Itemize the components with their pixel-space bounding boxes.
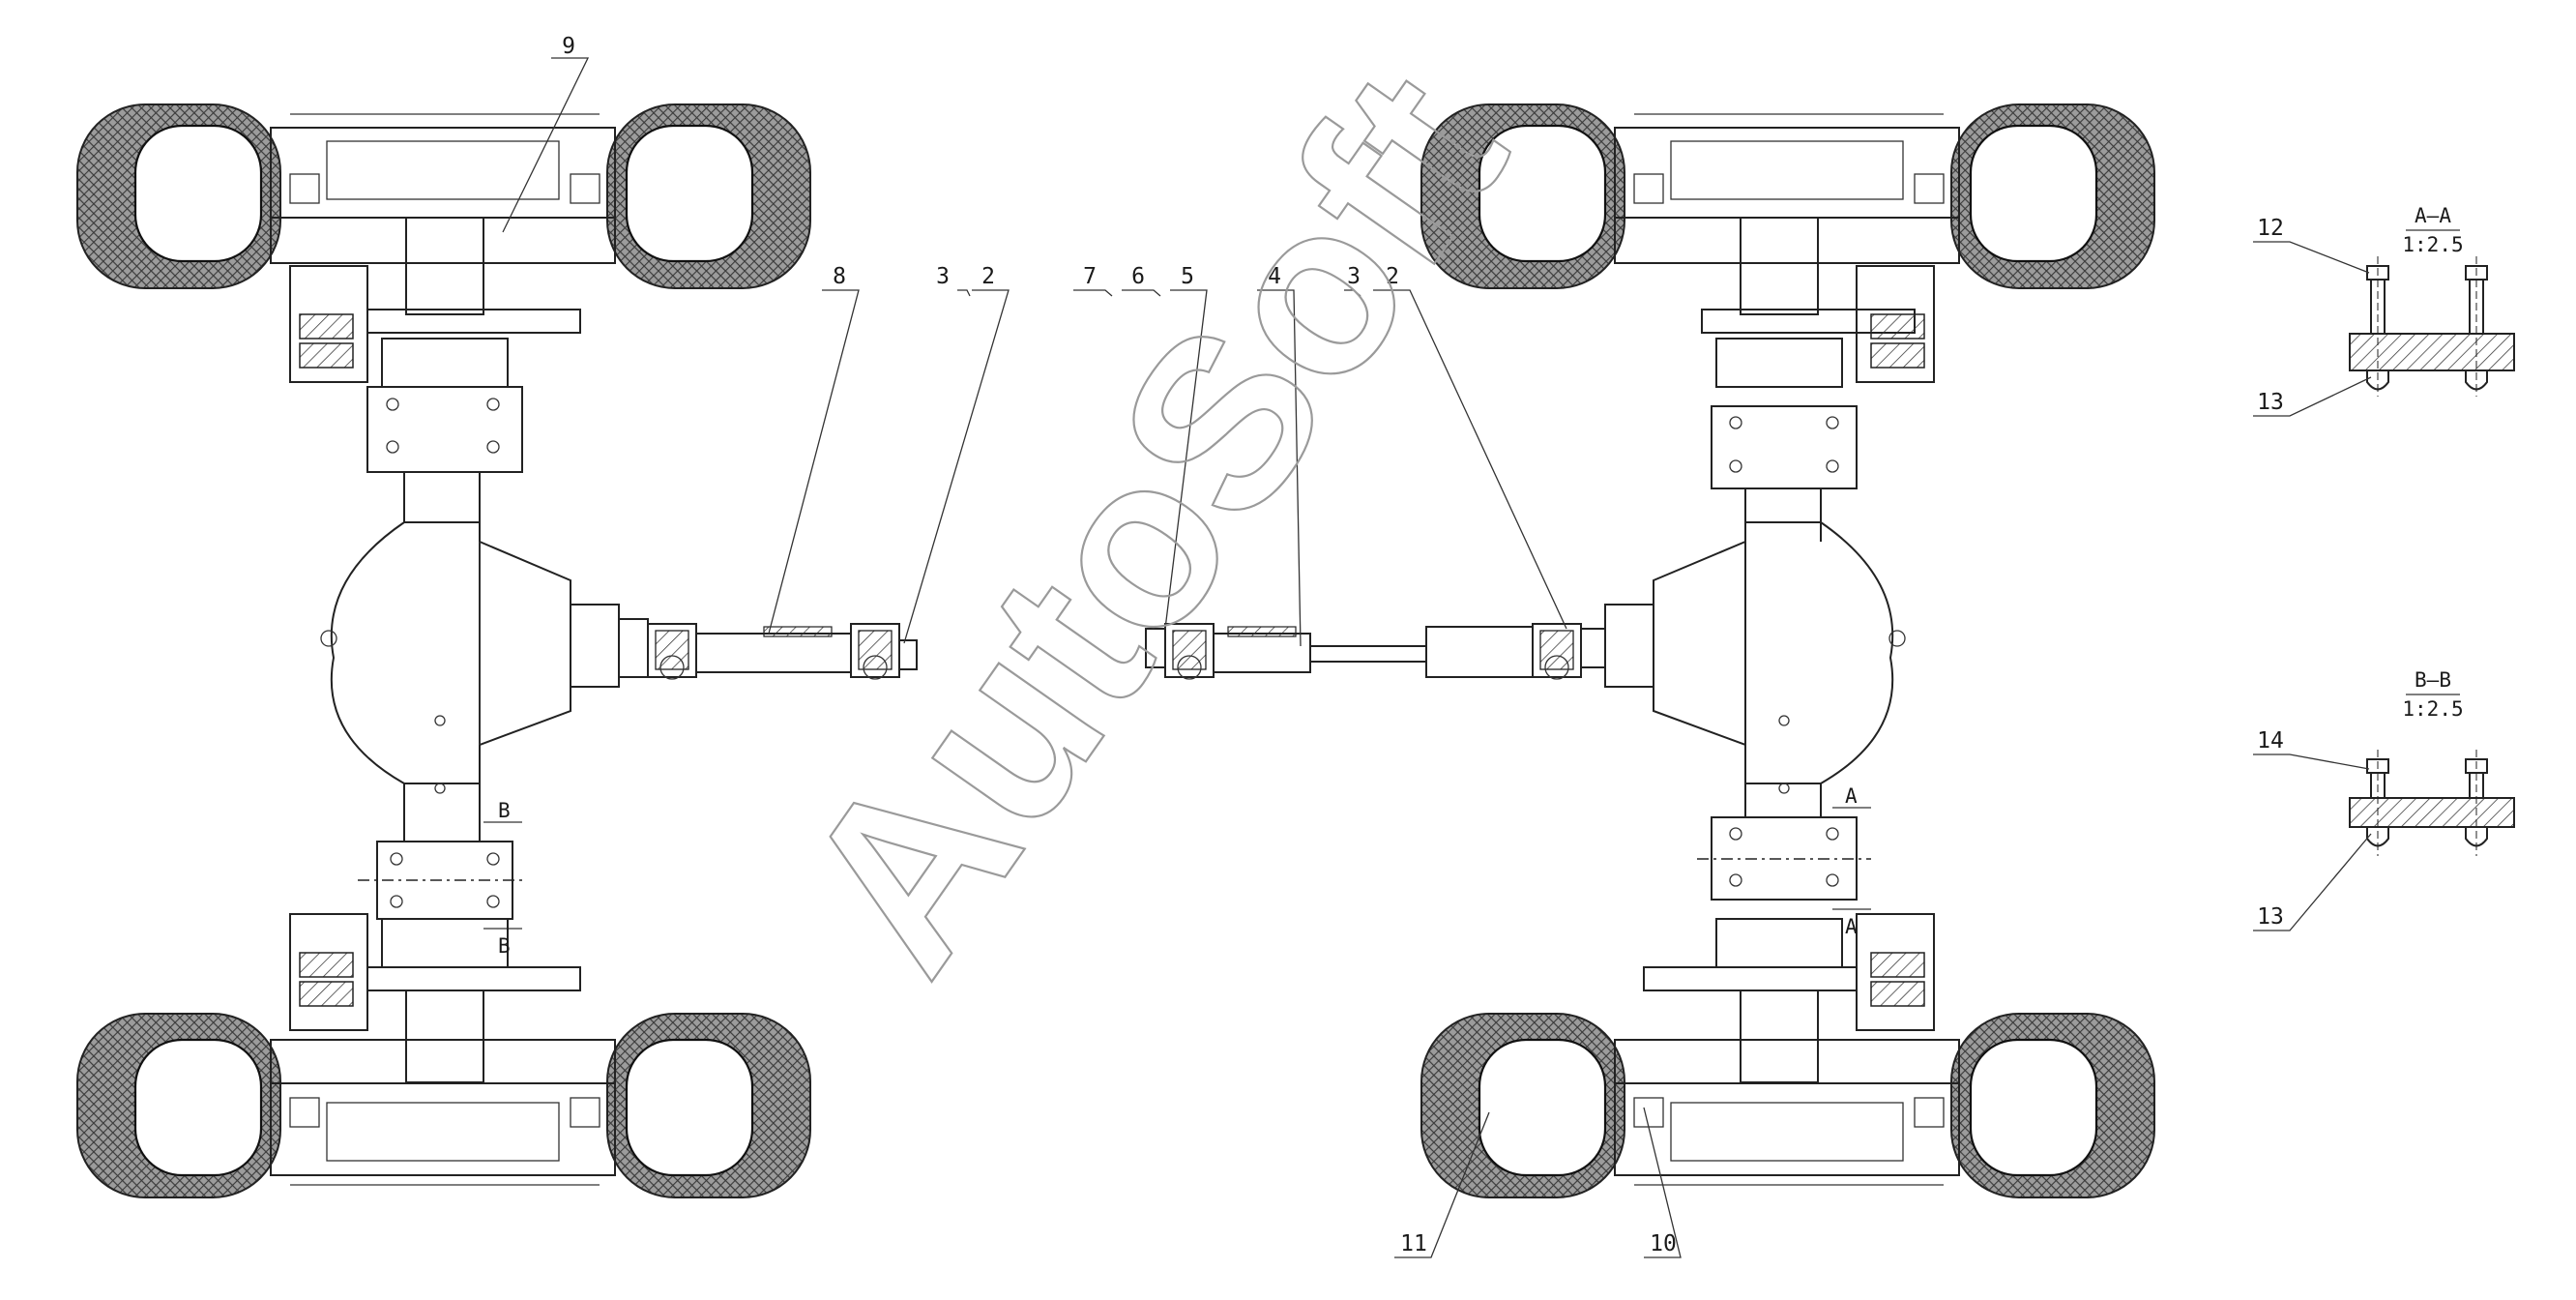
- right-chassis: [1145, 103, 2155, 1198]
- callout-5: 5: [1181, 264, 1194, 289]
- tire-rear-left-inner: [606, 1013, 811, 1198]
- callout-13-a: 13: [2257, 390, 2284, 415]
- section-a-a: [2349, 256, 2515, 397]
- callout-8: 8: [833, 264, 846, 289]
- section-b-scale: 1:2.5: [2402, 697, 2463, 721]
- callout-4: 4: [1268, 264, 1281, 289]
- section-a-title: A–A: [2415, 204, 2451, 227]
- section-mark-b-upper: B: [498, 799, 511, 822]
- callout-3-left: 3: [936, 264, 950, 289]
- section-b-b: [2349, 750, 2515, 856]
- tire-rear-right-outer: [1950, 1013, 2155, 1198]
- watermark-text: AutoSoft: [749, 25, 1556, 1016]
- callout-10: 10: [1650, 1231, 1677, 1256]
- tire-front-left-outer: [76, 103, 281, 289]
- callout-12: 12: [2257, 216, 2284, 241]
- tire-rear-right-inner: [1420, 1013, 1625, 1198]
- left-driveshaft: [618, 618, 918, 680]
- callout-3-right: 3: [1347, 264, 1361, 289]
- callout-13-b: 13: [2257, 904, 2284, 930]
- callout-11: 11: [1400, 1231, 1427, 1256]
- right-driveshaft: [1145, 623, 1606, 680]
- tire-front-right-inner: [1420, 103, 1625, 289]
- left-chassis: [76, 103, 918, 1198]
- section-b-title: B–B: [2415, 668, 2451, 692]
- section-mark-a-upper: A: [1845, 784, 1858, 808]
- tire-rear-left-outer: [76, 1013, 281, 1198]
- section-mark-b-lower: B: [498, 934, 511, 958]
- section-mark-a-lower: A: [1845, 915, 1858, 938]
- callout-2-right: 2: [1386, 264, 1399, 289]
- section-a-scale: 1:2.5: [2402, 233, 2463, 256]
- callout-9: 9: [562, 34, 575, 59]
- callout-6: 6: [1131, 264, 1145, 289]
- leader-lines: [502, 57, 2372, 1258]
- callout-2-left: 2: [981, 264, 995, 289]
- tire-front-left-inner: [606, 103, 811, 289]
- callout-14: 14: [2257, 728, 2284, 753]
- tire-front-right-outer: [1950, 103, 2155, 289]
- callout-7: 7: [1083, 264, 1097, 289]
